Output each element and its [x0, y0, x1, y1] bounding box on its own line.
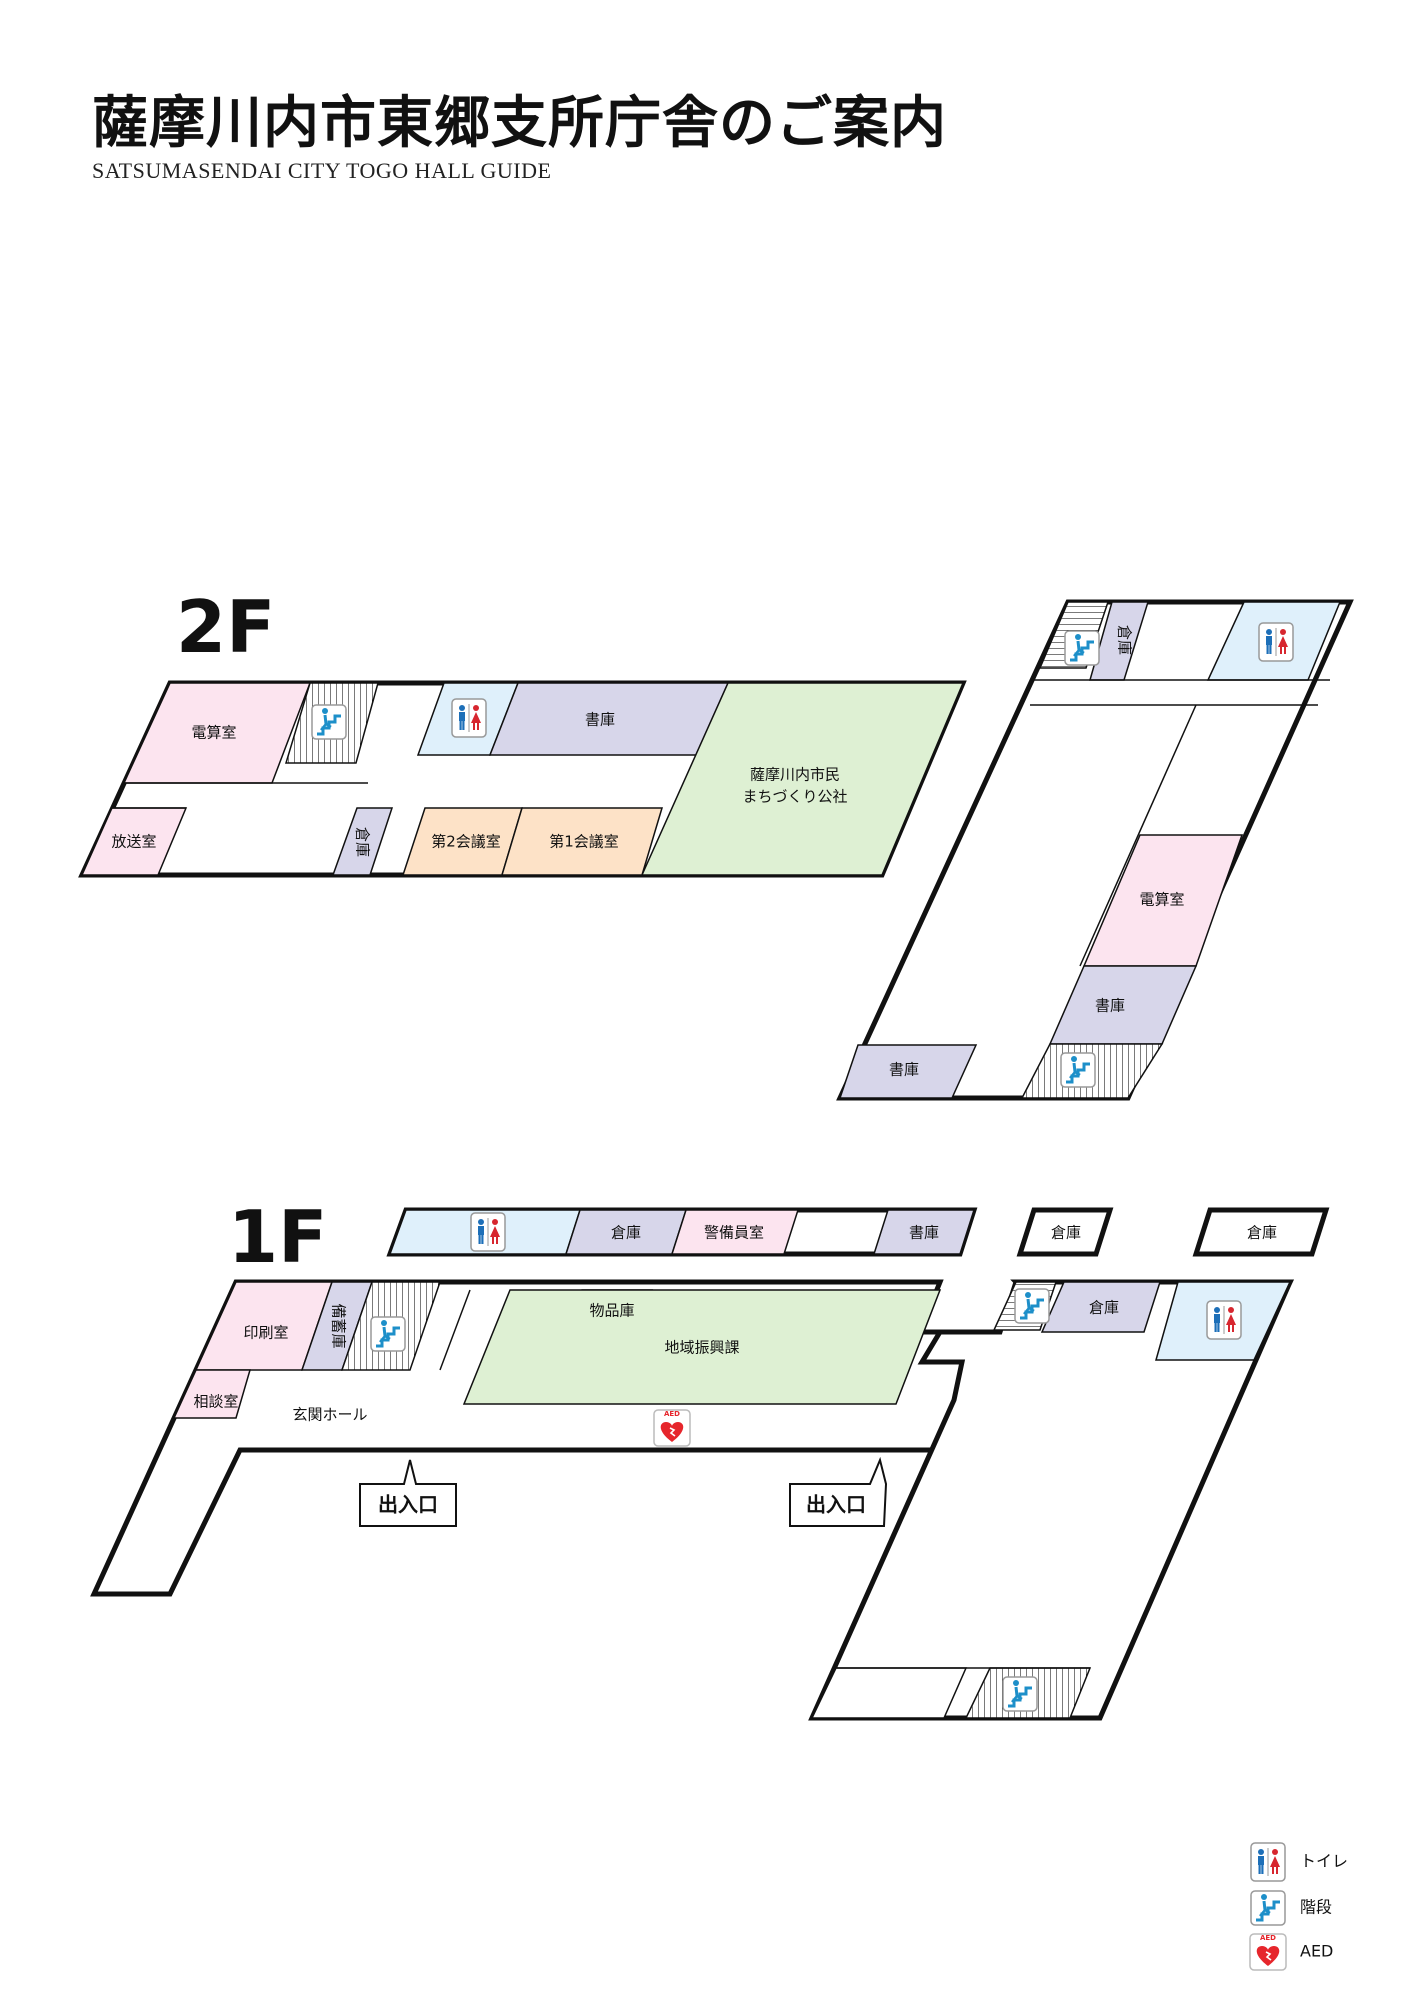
legend-aed: AED — [1300, 1942, 1333, 1961]
label-1f-soko-mid: 倉庫 — [1051, 1224, 1081, 1242]
toilet-icon — [451, 698, 487, 738]
label-2f-shoko: 書庫 — [585, 711, 615, 729]
entrance-left-label: 出入口 — [378, 1493, 438, 1517]
toilet-icon — [1258, 622, 1294, 662]
stairs-icon — [310, 703, 348, 741]
floor-2f-label: 2F — [176, 585, 275, 669]
label-2f-kaigi2: 第2会議室 — [431, 833, 501, 851]
label-2f-right-shoko2: 書庫 — [889, 1061, 919, 1079]
legend-toilet-icon — [1250, 1842, 1286, 1882]
room-2f-kaigi1 — [500, 807, 664, 876]
entrance-right-label: 出入口 — [806, 1493, 866, 1517]
label-2f-kosha-2: まちづくり公社 — [742, 788, 847, 806]
entrance-left: 出入口 — [359, 1459, 457, 1527]
legend: トイレ 階段 AED AED — [1249, 1842, 1348, 1971]
room-1f-sodan — [172, 1369, 251, 1419]
label-2f-soko: 倉庫 — [354, 827, 372, 857]
label-1f-soko-right: 倉庫 — [1247, 1224, 1277, 1242]
label-1f-shoko-top: 書庫 — [909, 1224, 939, 1242]
aed-1f: AED — [653, 1409, 691, 1447]
room-1f-chiiki — [462, 1289, 942, 1405]
label-1f-keibi: 警備員室 — [704, 1224, 764, 1242]
toilet-icon — [1206, 1300, 1242, 1340]
room-2f-soko — [331, 807, 394, 876]
label-2f-right-densan: 電算室 — [1139, 891, 1184, 909]
legend-toilet: トイレ — [1300, 1852, 1348, 1871]
label-2f-hoso: 放送室 — [111, 833, 156, 851]
floor-1f-top-strip — [386, 1207, 978, 1257]
label-1f-insatsu: 印刷室 — [243, 1324, 288, 1342]
legend-stairs: 階段 — [1300, 1898, 1332, 1917]
label-2f-densan: 電算室 — [191, 724, 236, 742]
floor-1f-east-outline — [808, 1279, 1294, 1721]
label-1f-chiiki: 地域振興課 — [664, 1339, 739, 1357]
label-2f-kaigi1: 第1会議室 — [549, 833, 619, 851]
floor-1f-main-block — [90, 1279, 1103, 1597]
label-1f-bichiku: 備蓄庫 — [330, 1303, 348, 1348]
toilet-icon — [470, 1212, 506, 1252]
room-2f-kosha — [640, 682, 965, 876]
floor-1f-label: 1F — [228, 1195, 327, 1279]
stairs-icon — [1013, 1287, 1051, 1325]
room-2f-right-shoko2 — [838, 1044, 978, 1099]
label-1f-soko-top: 倉庫 — [611, 1224, 641, 1242]
room-1f-shoko-top — [872, 1209, 976, 1255]
page-title: 薩摩川内市東郷支所庁舎のご案内 — [92, 91, 947, 156]
floor-2f-right-block — [836, 599, 1354, 1101]
label-1f-genkan: 玄関ホール — [292, 1406, 367, 1424]
legend-aed-icon-text: AED — [1260, 1934, 1276, 1942]
stairs-icon — [1059, 1051, 1097, 1089]
label-1f-soko-east: 倉庫 — [1089, 1299, 1119, 1317]
floor-2f-left-block — [78, 680, 967, 878]
stairs-icon — [1001, 1675, 1039, 1713]
aed-icon-text: AED — [664, 1410, 680, 1418]
room-1f-east-bottom — [810, 1667, 968, 1719]
label-1f-buppin: 物品庫 — [589, 1302, 634, 1320]
label-2f-right-shoko: 書庫 — [1095, 997, 1125, 1015]
room-1f-keibi — [670, 1209, 800, 1255]
room-1f-soko-mid — [1016, 1207, 1114, 1257]
legend-stairs-icon — [1249, 1889, 1287, 1927]
floor-1f-east-block — [808, 1279, 1295, 1721]
room-1f-soko-right — [1192, 1207, 1330, 1257]
stairs-icon — [1063, 629, 1101, 667]
stairs-icon — [369, 1315, 407, 1353]
page-subtitle: SATSUMASENDAI CITY TOGO HALL GUIDE — [92, 158, 552, 183]
entrance-right: 出入口 — [789, 1456, 888, 1527]
label-2f-kosha-1: 薩摩川内市民 — [750, 766, 840, 784]
label-1f-sodan: 相談室 — [193, 1393, 238, 1411]
label-2f-right-soko: 倉庫 — [1116, 625, 1134, 655]
